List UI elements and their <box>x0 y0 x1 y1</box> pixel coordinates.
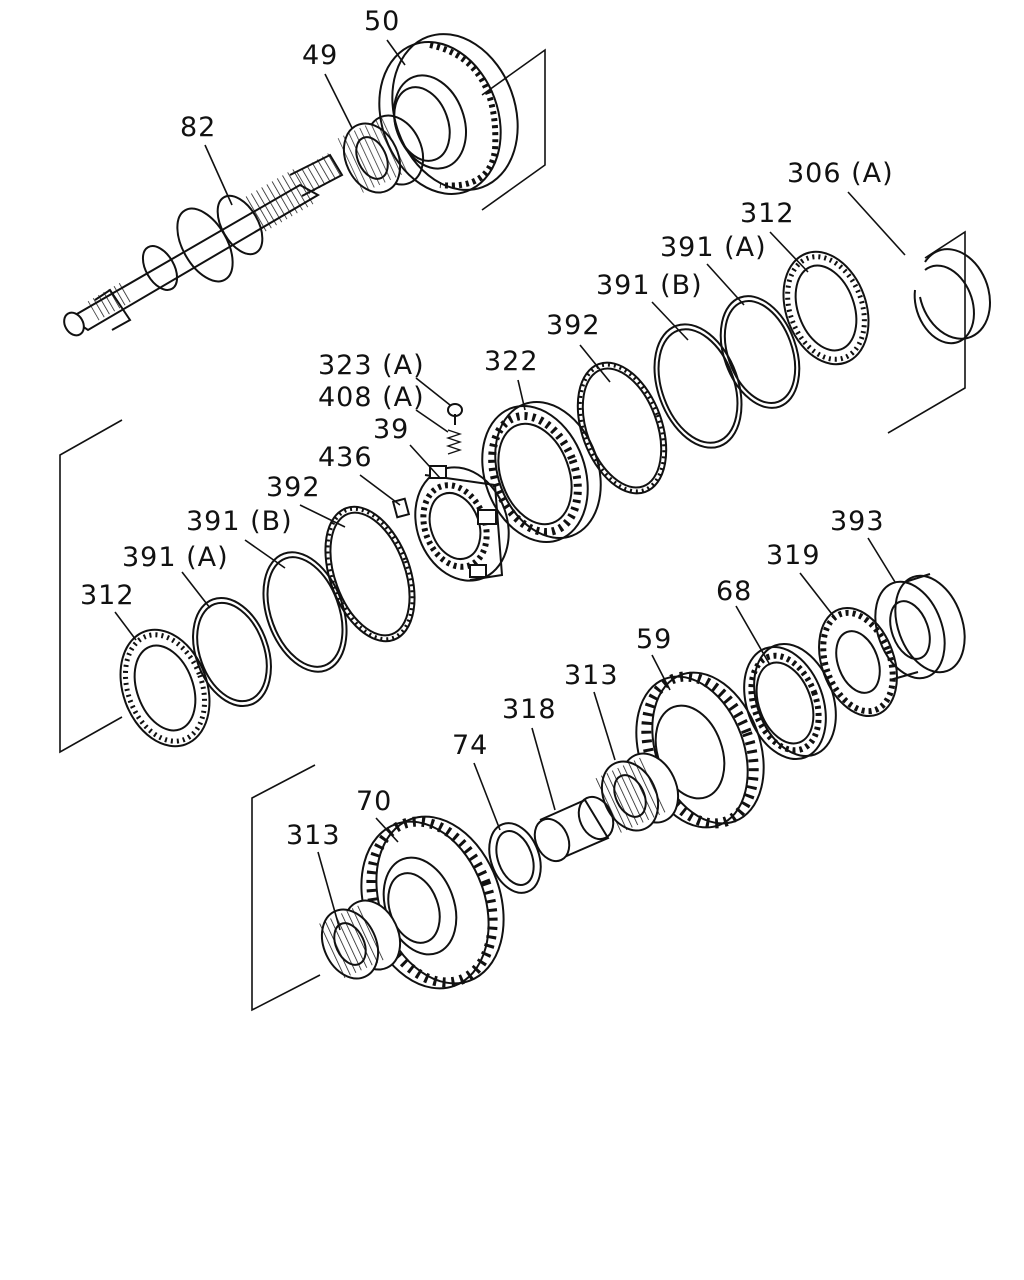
label-306a: 306 (A) <box>787 158 894 189</box>
part-labels: 50 49 82 306 (A) 312 391 (A) 391 (B) 392… <box>80 6 894 851</box>
label-392-mid: 392 <box>266 472 321 503</box>
snap-ring-306a <box>913 248 991 345</box>
needle-bearing-49 <box>337 114 425 194</box>
label-312-top: 312 <box>740 198 795 229</box>
blocker-ring-312-mid <box>119 628 211 748</box>
label-391b-top: 391 (B) <box>596 270 703 301</box>
group-bracket-top <box>481 48 546 211</box>
synchro-ring-392-top <box>576 361 668 495</box>
label-70: 70 <box>356 786 392 817</box>
label-68: 68 <box>716 576 752 607</box>
group-bracket-bottom <box>251 764 321 1012</box>
label-318: 318 <box>502 694 557 725</box>
ring-68 <box>743 642 837 761</box>
label-319: 319 <box>766 540 821 571</box>
label-313-mid: 313 <box>564 660 619 691</box>
leader-lines <box>114 39 906 931</box>
washer-74 <box>488 822 542 894</box>
sleeve-322 <box>481 401 602 543</box>
label-392-top: 392 <box>546 310 601 341</box>
label-82: 82 <box>180 112 216 143</box>
cone-ring-391b-top <box>653 323 743 449</box>
needle-bearing-313-low <box>315 899 402 980</box>
label-39: 39 <box>373 414 409 445</box>
group-bracket-middle <box>59 419 123 754</box>
cone-ring-391a-mid <box>192 596 272 708</box>
label-322: 322 <box>484 346 539 377</box>
main-shaft-82 <box>63 151 344 337</box>
blocker-ring-312-top <box>782 250 870 366</box>
pin-323a <box>447 403 463 425</box>
spring-408a <box>445 429 463 455</box>
label-408a: 408 (A) <box>318 382 425 413</box>
label-391a-top: 391 (A) <box>660 232 767 263</box>
label-49: 49 <box>302 40 338 71</box>
gear-50 <box>378 33 519 195</box>
label-436: 436 <box>318 442 373 473</box>
label-393: 393 <box>830 506 885 537</box>
group-bracket-middle-right <box>887 230 966 434</box>
label-391a-mid: 391 (A) <box>122 542 229 573</box>
cone-ring-391b-mid <box>262 551 348 673</box>
label-323a: 323 (A) <box>318 350 425 381</box>
label-59: 59 <box>636 624 672 655</box>
label-313-low: 313 <box>286 820 341 851</box>
label-50: 50 <box>364 6 400 37</box>
label-312-mid: 312 <box>80 580 135 611</box>
label-74: 74 <box>452 730 488 761</box>
label-391b-mid: 391 (B) <box>186 506 293 537</box>
needle-bearing-313-mid <box>594 752 680 834</box>
hub-39 <box>414 465 510 582</box>
sleeve-318 <box>533 795 615 863</box>
cone-ring-391a-top <box>719 295 801 409</box>
